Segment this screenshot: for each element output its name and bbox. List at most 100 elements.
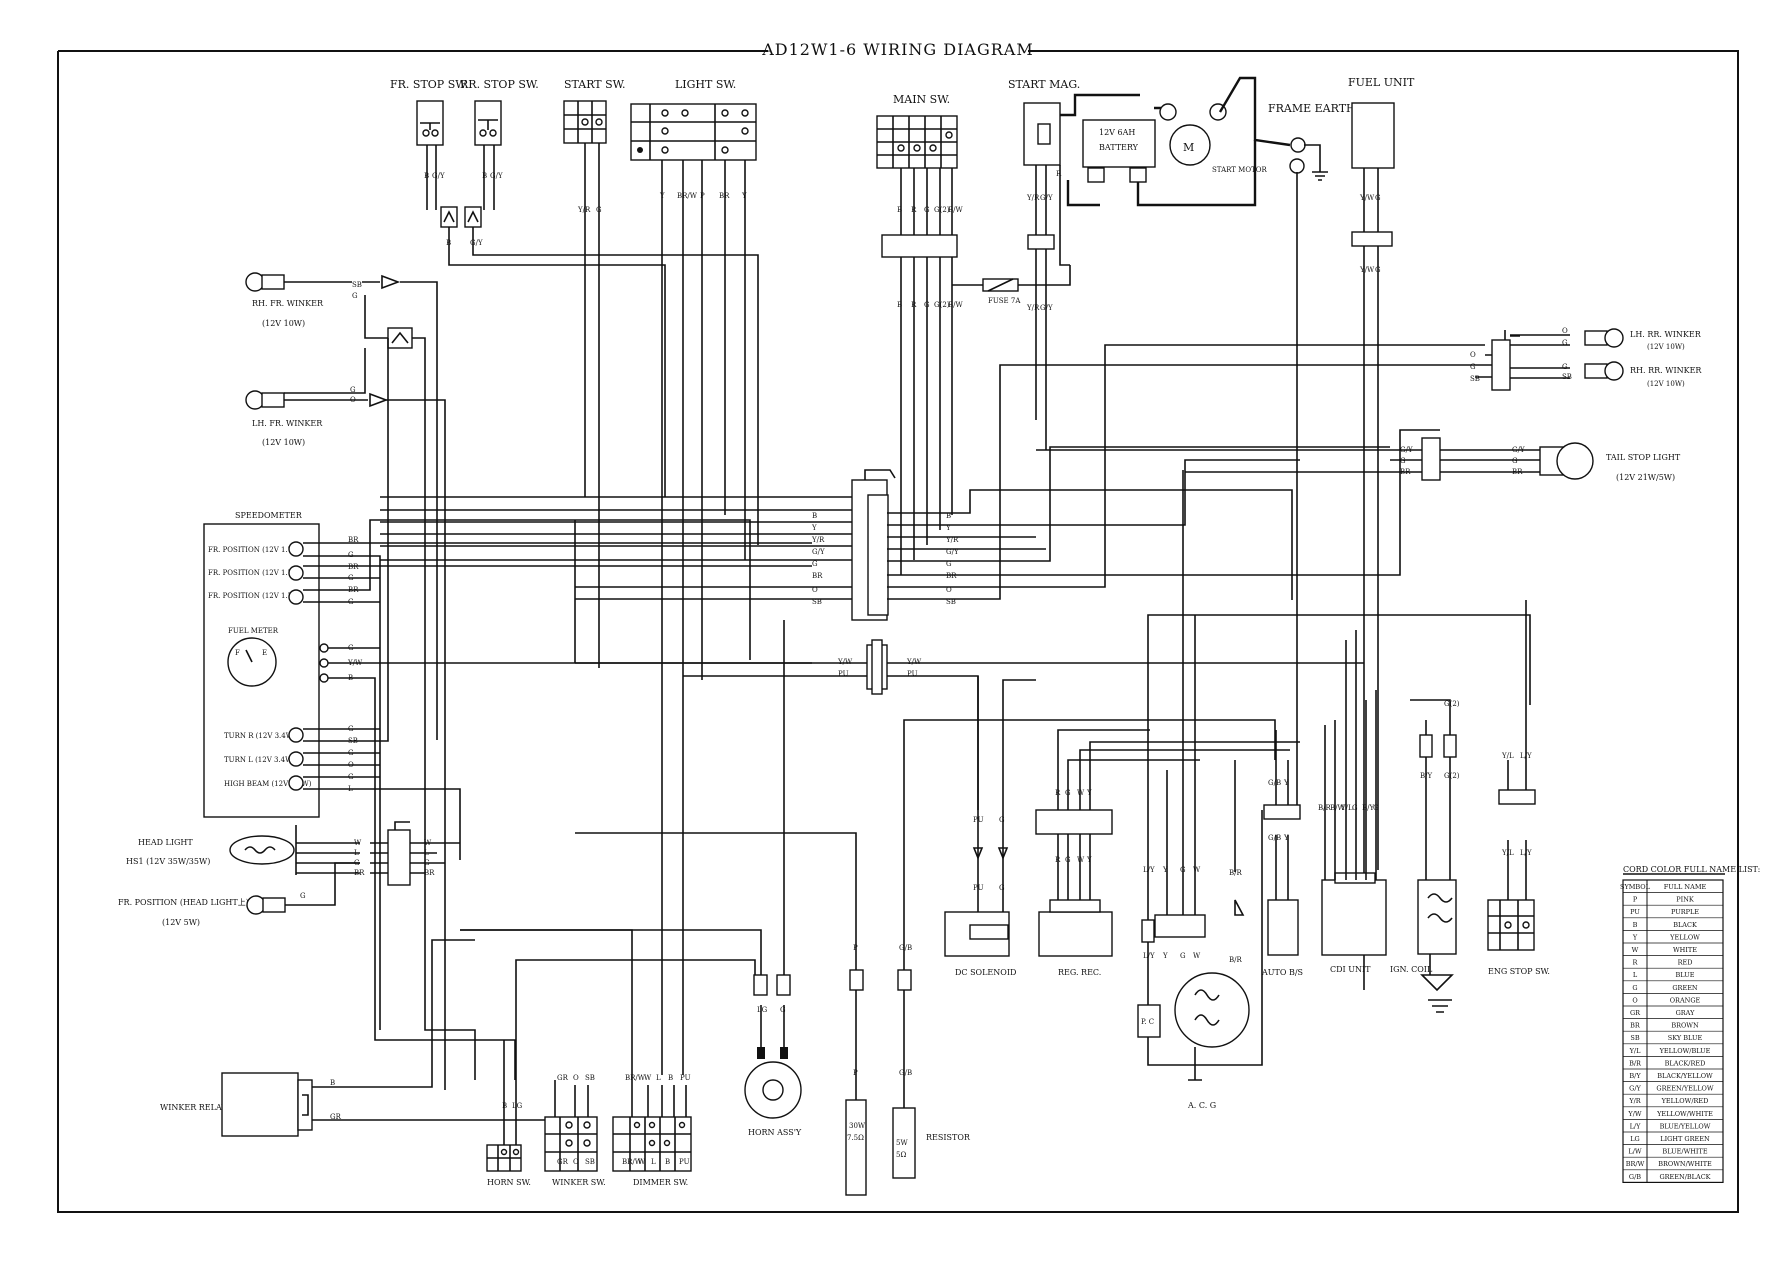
svg-text:WINKER RELAY: WINKER RELAY <box>160 1103 227 1112</box>
fr-position-head: FR. POSITION (HEAD LIGHT上) (12V 5W) <box>118 895 286 927</box>
svg-text:G/Y: G/Y <box>1512 446 1525 454</box>
svg-text:START MAG.: START MAG. <box>1008 78 1080 91</box>
svg-text:FR. POSITION (HEAD LIGHT上): FR. POSITION (HEAD LIGHT上) <box>118 898 249 907</box>
legend-symbol: Y/R <box>1628 1097 1641 1105</box>
main-sw-connector <box>881 234 958 258</box>
svg-text:L: L <box>354 849 359 857</box>
svg-text:L/Y: L/Y <box>1143 866 1155 874</box>
svg-text:12V 6AH: 12V 6AH <box>1099 128 1135 137</box>
svg-text:G: G <box>924 206 930 214</box>
dc-solenoid: DC SOLENOID <box>944 911 1016 977</box>
diagram-frame <box>57 50 1739 1213</box>
svg-text:G: G <box>1470 363 1476 371</box>
svg-text:G: G <box>350 386 356 394</box>
winker-switch: WINKER SW. <box>544 1116 606 1187</box>
legend-symbol: B <box>1633 921 1638 929</box>
legend-symbol: P <box>1633 896 1638 904</box>
svg-text:TAIL STOP LIGHT: TAIL STOP LIGHT <box>1606 453 1681 462</box>
svg-text:FRAME EARTH: FRAME EARTH <box>1268 102 1356 115</box>
svg-text:BR: BR <box>424 869 435 877</box>
stop-connector-1 <box>440 206 458 228</box>
svg-text:G: G <box>348 749 354 757</box>
svg-text:LG: LG <box>757 1006 768 1014</box>
svg-text:G/B: G/B <box>899 1069 912 1077</box>
svg-text:L: L <box>424 849 429 857</box>
head-light: HEAD LIGHT HS1 (12V 35W/35W) <box>126 825 297 875</box>
svg-text:B: B <box>665 1158 670 1166</box>
svg-text:R: R <box>1055 789 1061 797</box>
svg-text:L/Y: L/Y <box>1143 952 1155 960</box>
svg-text:O: O <box>1562 327 1568 335</box>
legend-symbol: G <box>1632 984 1637 992</box>
svg-text:WINKER SW.: WINKER SW. <box>552 1178 606 1187</box>
svg-text:O: O <box>573 1158 579 1166</box>
svg-text:RESISTOR: RESISTOR <box>926 1133 971 1142</box>
svg-text:LIGHT SW.: LIGHT SW. <box>675 78 736 91</box>
legend-name: ORANGE <box>1670 996 1701 1004</box>
legend-name: GREEN/YELLOW <box>1656 1085 1713 1093</box>
svg-text:G: G <box>352 292 358 300</box>
svg-text:GR: GR <box>557 1158 569 1166</box>
svg-text:G: G <box>596 206 602 214</box>
svg-text:BR: BR <box>348 563 359 571</box>
legend-symbol: BR/W <box>1626 1160 1645 1168</box>
svg-text:(12V 10W): (12V 10W) <box>262 319 305 328</box>
legend-name: BLACK/YELLOW <box>1657 1072 1713 1080</box>
svg-text:Y/R: Y/R <box>811 536 825 544</box>
svg-text:Y/L: Y/L <box>1340 804 1353 812</box>
winker-relay: WINKER RELAY <box>160 1072 313 1137</box>
auto-bystarter: AUTO B/S <box>1261 899 1303 977</box>
svg-text:G(2): G(2) <box>1444 772 1460 780</box>
svg-text:Y: Y <box>1162 866 1168 874</box>
svg-text:BR/W: BR/W <box>677 192 698 200</box>
light-switch: LIGHT SW. <box>630 78 757 161</box>
svg-text:W: W <box>1077 856 1085 864</box>
svg-text:O: O <box>350 396 356 404</box>
legend-name: LIGHT GREEN <box>1660 1135 1710 1143</box>
svg-text:Y: Y <box>1086 789 1092 797</box>
frame-earth: FRAME EARTH <box>1268 102 1356 181</box>
svg-text:Y: Y <box>811 524 817 532</box>
svg-text:FR. POSITION (12V 1.7W): FR. POSITION (12V 1.7W) <box>208 592 302 600</box>
rh-rr-winker: RH. RR. WINKER (12V 10W) <box>1584 361 1702 388</box>
svg-text:Y: Y <box>1162 952 1168 960</box>
svg-text:G: G <box>348 773 354 781</box>
svg-text:G: G <box>348 551 354 559</box>
legend-name: YELLOW/RED <box>1661 1097 1709 1105</box>
rear-winker-connector <box>1491 330 1520 391</box>
svg-text:CORD COLOR FULL NAME LIST:: CORD COLOR FULL NAME LIST: <box>1623 865 1760 874</box>
svg-text:G(2): G(2) <box>934 206 950 214</box>
svg-text:G: G <box>999 816 1005 824</box>
legend-symbol: B/Y <box>1629 1072 1641 1080</box>
ignition-coil: IGN. COIL <box>1390 879 1457 1013</box>
acg: A. C. G <box>1154 914 1250 1110</box>
svg-text:B: B <box>812 512 817 520</box>
rr-stop-switch: RR. STOP SW. <box>460 78 539 146</box>
legend-name: BLUE <box>1676 971 1695 979</box>
svg-text:G/Y: G/Y <box>490 172 503 180</box>
fuel-unit: FUEL UNIT <box>1348 76 1415 169</box>
legend-name: GREEN/BLACK <box>1659 1173 1710 1181</box>
svg-text:Y/W: Y/W <box>1359 194 1375 202</box>
svg-text:HIGH BEAM (12V 1.7W): HIGH BEAM (12V 1.7W) <box>224 780 312 788</box>
speedometer: SPEEDOMETER FR. POSITION (12V 1.7W) FR. … <box>203 511 329 818</box>
svg-text:L/Y: L/Y <box>1520 752 1532 760</box>
svg-text:P: P <box>700 192 705 200</box>
svg-text:G/Y: G/Y <box>470 239 483 247</box>
svg-text:W: W <box>644 1074 652 1082</box>
svg-text:SB: SB <box>1470 375 1480 383</box>
svg-text:G: G <box>1065 789 1071 797</box>
svg-text:HORN SW.: HORN SW. <box>487 1178 531 1187</box>
svg-text:BR/W: BR/W <box>625 1074 646 1082</box>
svg-text:PU: PU <box>679 1158 690 1166</box>
legend-name: YELLOW <box>1669 933 1700 941</box>
svg-text:G: G <box>348 725 354 733</box>
svg-text:G: G <box>1512 457 1518 465</box>
legend-symbol: B/R <box>1629 1059 1642 1067</box>
svg-text:G/B: G/B <box>1268 779 1281 787</box>
svg-text:SPEEDOMETER: SPEEDOMETER <box>235 511 303 520</box>
svg-text:G: G <box>1375 194 1381 202</box>
legend-symbol: O <box>1632 996 1637 1004</box>
svg-text:FUEL UNIT: FUEL UNIT <box>1348 76 1415 89</box>
legend-name: BLUE/WHITE <box>1662 1148 1707 1156</box>
